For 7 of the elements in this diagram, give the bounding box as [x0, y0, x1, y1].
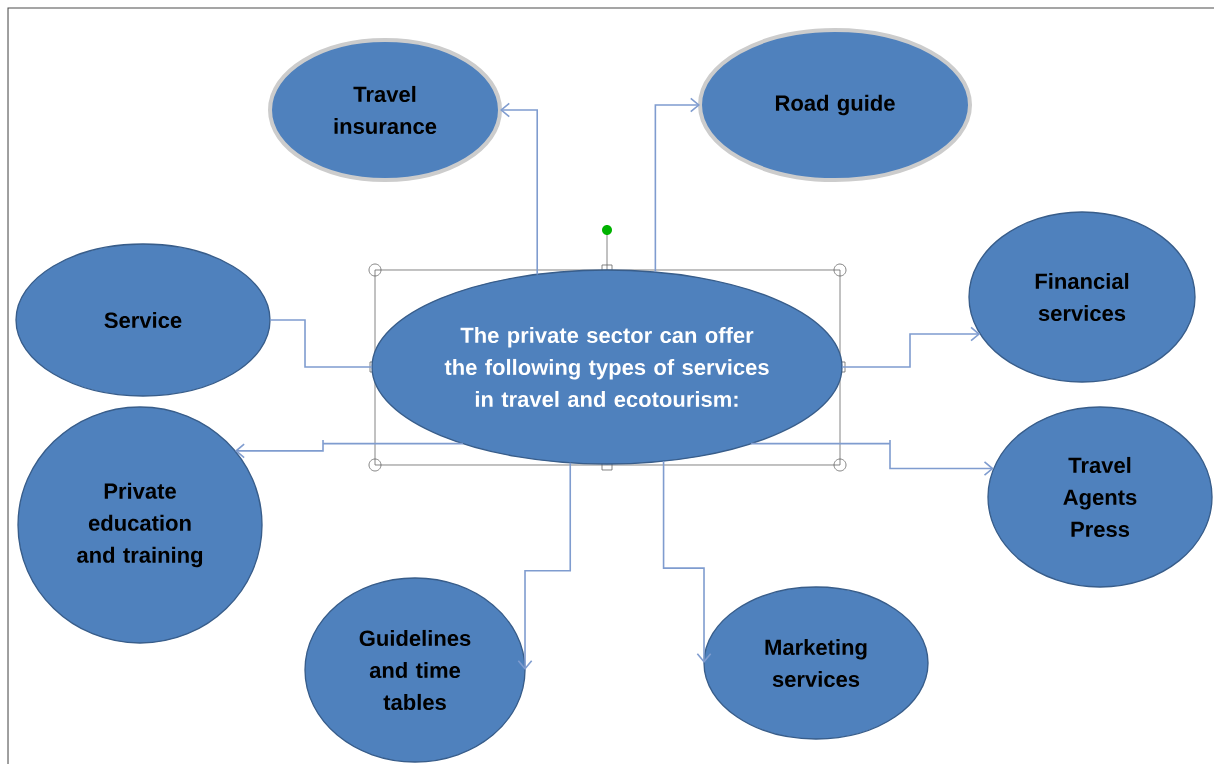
connector-arrow	[517, 462, 572, 670]
connector-arrow	[500, 102, 538, 276]
connector-arrow	[234, 439, 464, 459]
connector-arrow	[654, 97, 700, 273]
connector-arrow	[750, 439, 994, 476]
connector-arrow	[662, 460, 712, 663]
connector-arrow	[841, 326, 981, 368]
